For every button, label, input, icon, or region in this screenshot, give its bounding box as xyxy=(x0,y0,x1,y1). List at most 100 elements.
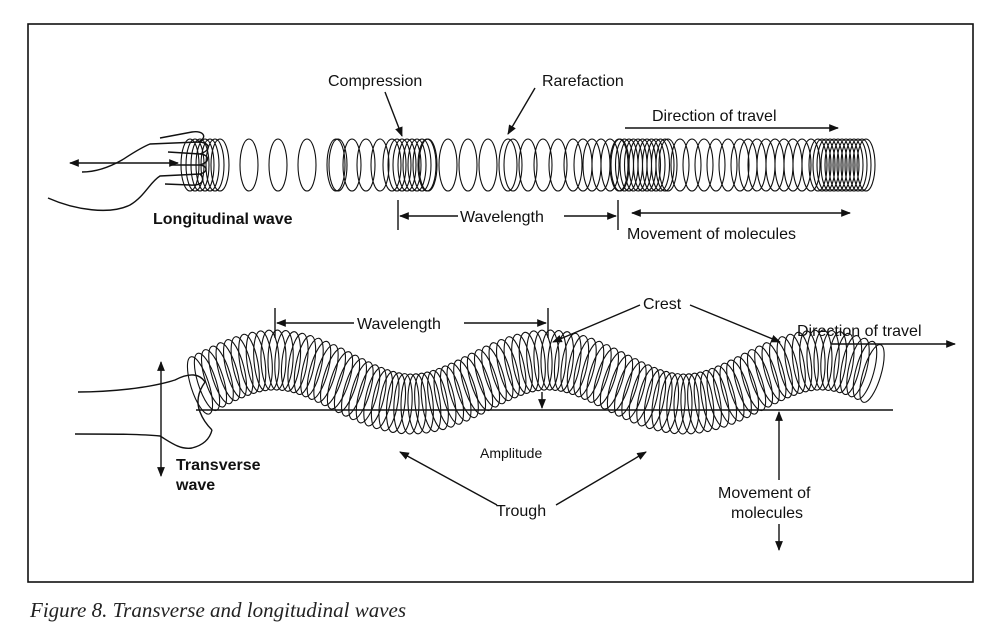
crest-pointer-right xyxy=(689,304,781,343)
spring-coil xyxy=(473,349,501,408)
spring-coil xyxy=(848,138,868,192)
spring-coil xyxy=(628,364,654,424)
spring-coil xyxy=(646,138,666,192)
spring-coil xyxy=(518,331,540,393)
spring-coil xyxy=(412,138,432,192)
spring-coil xyxy=(280,331,302,392)
spring-coil xyxy=(784,333,806,394)
spring-coil xyxy=(518,138,538,192)
direction-of-travel-top-label: Direction of travel xyxy=(652,108,777,125)
spring-coil xyxy=(746,349,774,408)
spring-coil xyxy=(706,367,730,428)
spring-coil xyxy=(706,138,726,192)
spring-coil xyxy=(828,138,848,192)
spring-coil xyxy=(655,138,675,192)
spring-coil xyxy=(547,329,567,391)
spring-coil xyxy=(718,138,738,192)
figure-frame xyxy=(27,23,974,583)
spring-coil xyxy=(439,365,465,425)
spring-coil xyxy=(836,138,856,192)
spring-coil xyxy=(826,331,848,392)
spring-coil xyxy=(342,138,362,192)
spring-coil xyxy=(700,369,722,431)
longitudinal-wave-label: Longitudinal wave xyxy=(153,211,293,228)
spring-coil xyxy=(820,138,840,192)
transverse-wave-label-line2: wave xyxy=(175,477,215,494)
spring-coil xyxy=(478,138,498,192)
spring-coil xyxy=(200,349,228,408)
spring-coil xyxy=(806,329,826,391)
spring-coil xyxy=(253,330,273,392)
spring-coil xyxy=(533,138,553,192)
spring-coil xyxy=(621,361,647,421)
spring-coil xyxy=(313,344,339,403)
wavelength-bottom-label: Wavelength xyxy=(357,316,441,333)
spring-coil xyxy=(382,138,402,192)
spring-coil xyxy=(245,331,267,393)
spring-coil xyxy=(260,329,280,391)
spring-coil xyxy=(466,352,494,412)
spring-coil xyxy=(573,337,597,398)
spring-coil xyxy=(650,138,671,192)
rarefaction-label: Rarefaction xyxy=(542,73,624,90)
spring-coil xyxy=(832,138,852,192)
spring-coil xyxy=(414,372,434,434)
movement-bottom-label-bg xyxy=(708,480,852,524)
spring-coil xyxy=(208,345,234,405)
spring-coil xyxy=(326,138,346,192)
spring-coil xyxy=(600,138,620,192)
spring-coil xyxy=(293,335,317,396)
spring-coil xyxy=(418,138,438,192)
spring-coil xyxy=(503,336,527,396)
spring-coil xyxy=(533,329,553,391)
spring-coil xyxy=(563,138,583,192)
spring-coil xyxy=(215,342,241,402)
spring-coil xyxy=(670,138,690,192)
spring-coil xyxy=(481,345,507,405)
spring-coil xyxy=(446,362,472,422)
spring-coil xyxy=(636,366,660,427)
trough-label: Trough xyxy=(496,503,546,520)
spring-coil xyxy=(856,138,876,192)
figure-caption: Figure 8. Transverse and longitudinal wa… xyxy=(30,598,407,622)
spring-coil xyxy=(223,338,247,399)
spring-coil xyxy=(239,138,259,192)
spring-coil xyxy=(732,356,760,415)
spring-coil xyxy=(193,352,221,412)
spring-coil xyxy=(666,373,686,435)
spring-coil xyxy=(712,365,738,425)
spring-coil xyxy=(511,333,533,394)
spring-coil xyxy=(852,138,872,192)
spring-coil xyxy=(326,351,354,410)
spring-coil xyxy=(614,358,641,417)
spring-coil xyxy=(754,345,780,405)
spring-coil xyxy=(488,342,514,402)
spring-coil xyxy=(548,138,568,192)
spring-coil xyxy=(287,332,309,394)
spring-coil xyxy=(328,138,348,192)
wavelength-top-label: Wavelength xyxy=(460,209,544,226)
spring-coil xyxy=(641,138,662,192)
spring-coil xyxy=(407,373,427,435)
spring-coil xyxy=(387,138,407,192)
spring-coil xyxy=(658,138,678,192)
rarefaction-pointer xyxy=(507,87,536,135)
spring-coil xyxy=(348,361,374,421)
compression-pointer xyxy=(384,91,403,137)
spring-coil xyxy=(356,138,376,192)
spring-coil xyxy=(238,333,260,394)
spring-coil xyxy=(673,373,693,435)
spring-coil xyxy=(267,329,287,391)
spring-coil xyxy=(586,344,612,403)
hand-top-illustration xyxy=(47,130,209,212)
spring-coil xyxy=(210,138,230,192)
spring-coil xyxy=(393,373,413,435)
spring-coil xyxy=(458,138,478,192)
spring-coil xyxy=(400,373,420,435)
spring-coil xyxy=(606,354,634,414)
spring-coil xyxy=(370,369,394,430)
spring-coil xyxy=(300,337,324,398)
spring-coil xyxy=(816,138,836,192)
spring-coil xyxy=(846,337,870,398)
